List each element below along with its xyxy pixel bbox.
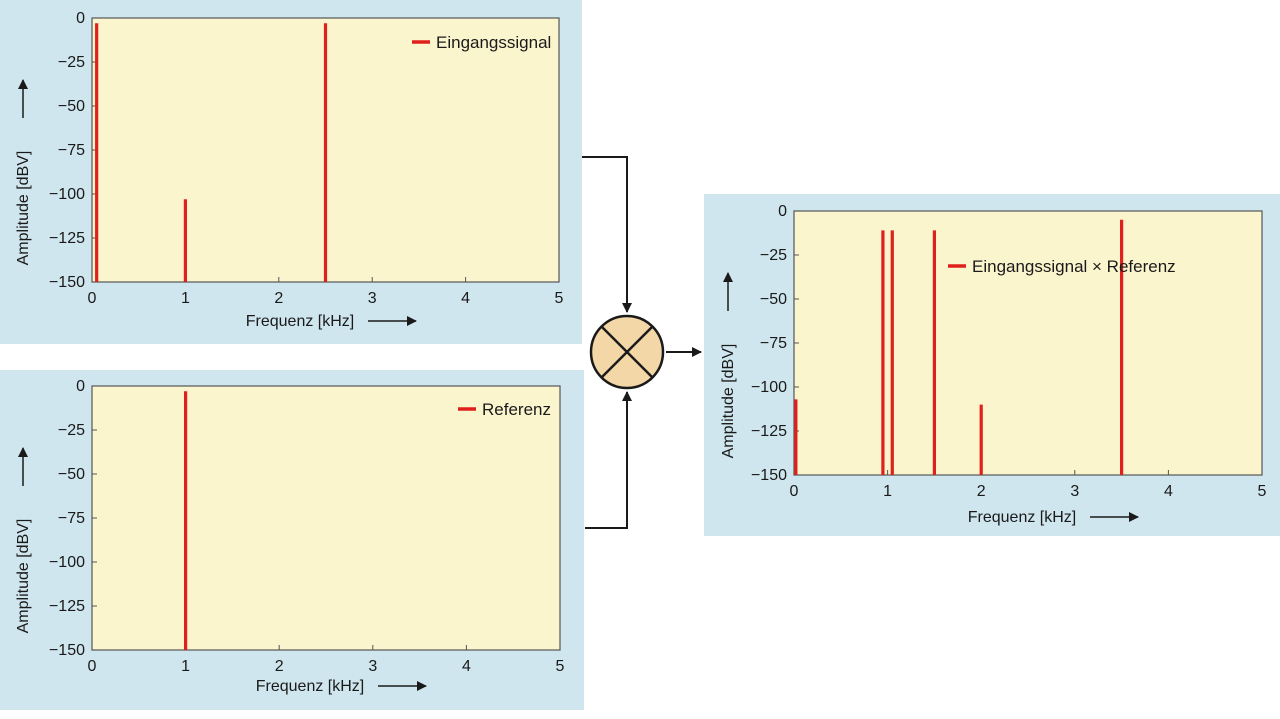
y-tick-label: −150: [751, 467, 787, 484]
y-tick-label: −125: [751, 423, 787, 440]
x-tick-label: 5: [1258, 483, 1267, 500]
y-tick-label: −75: [760, 335, 787, 352]
x-tick-label: 1: [181, 290, 190, 307]
y-axis-label: Amplitude [dBV]: [15, 519, 32, 634]
x-tick-label: 2: [977, 483, 986, 500]
x-tick-label: 4: [462, 658, 471, 675]
multiplier-cross-icon: [589, 314, 665, 390]
x-tick-label: 0: [88, 658, 97, 675]
x-tick-label: 3: [368, 658, 377, 675]
y-tick-label: 0: [76, 10, 85, 27]
y-tick-label: −50: [760, 291, 787, 308]
y-tick-label: −150: [49, 642, 85, 659]
x-tick-label: 2: [274, 290, 283, 307]
y-tick-label: −100: [751, 379, 787, 396]
y-tick-label: −75: [58, 510, 85, 527]
y-tick-label: −50: [58, 466, 85, 483]
legend-label: Eingangssignal: [436, 33, 551, 52]
x-axis-label: Frequenz [kHz]: [246, 313, 354, 330]
y-axis-label: Amplitude [dBV]: [720, 344, 737, 459]
x-tick-label: 1: [181, 658, 190, 675]
x-tick-label: 4: [461, 290, 470, 307]
plot-area: [91, 385, 561, 651]
y-tick-label: −125: [49, 598, 85, 615]
y-tick-label: −25: [760, 247, 787, 264]
x-tick-label: 5: [556, 658, 565, 675]
input-connector-arrow: [582, 156, 632, 313]
y-tick-label: −100: [49, 186, 85, 203]
y-tick-label: −125: [49, 230, 85, 247]
x-tick-label: 2: [275, 658, 284, 675]
y-tick-label: −150: [49, 274, 85, 291]
x-tick-label: 3: [1070, 483, 1079, 500]
y-tick-label: −25: [58, 54, 85, 71]
x-tick-label: 5: [555, 290, 564, 307]
x-axis-label: Frequenz [kHz]: [968, 509, 1076, 526]
y-tick-label: −100: [49, 554, 85, 571]
y-tick-label: −25: [58, 422, 85, 439]
reference-connector-arrow: [585, 391, 632, 529]
x-tick-label: 0: [88, 290, 97, 307]
x-tick-label: 1: [883, 483, 892, 500]
y-tick-label: 0: [76, 378, 85, 395]
legend-label: Eingangssignal × Referenz: [972, 257, 1176, 276]
y-tick-label: −75: [58, 142, 85, 159]
plot-area: [793, 210, 1263, 476]
legend-label: Referenz: [482, 400, 551, 419]
x-axis-label: Frequenz [kHz]: [256, 678, 364, 695]
y-tick-label: −50: [58, 98, 85, 115]
x-tick-label: 3: [368, 290, 377, 307]
y-axis-label: Amplitude [dBV]: [15, 151, 32, 266]
y-tick-label: 0: [778, 203, 787, 220]
x-tick-label: 0: [790, 483, 799, 500]
x-tick-label: 4: [1164, 483, 1173, 500]
